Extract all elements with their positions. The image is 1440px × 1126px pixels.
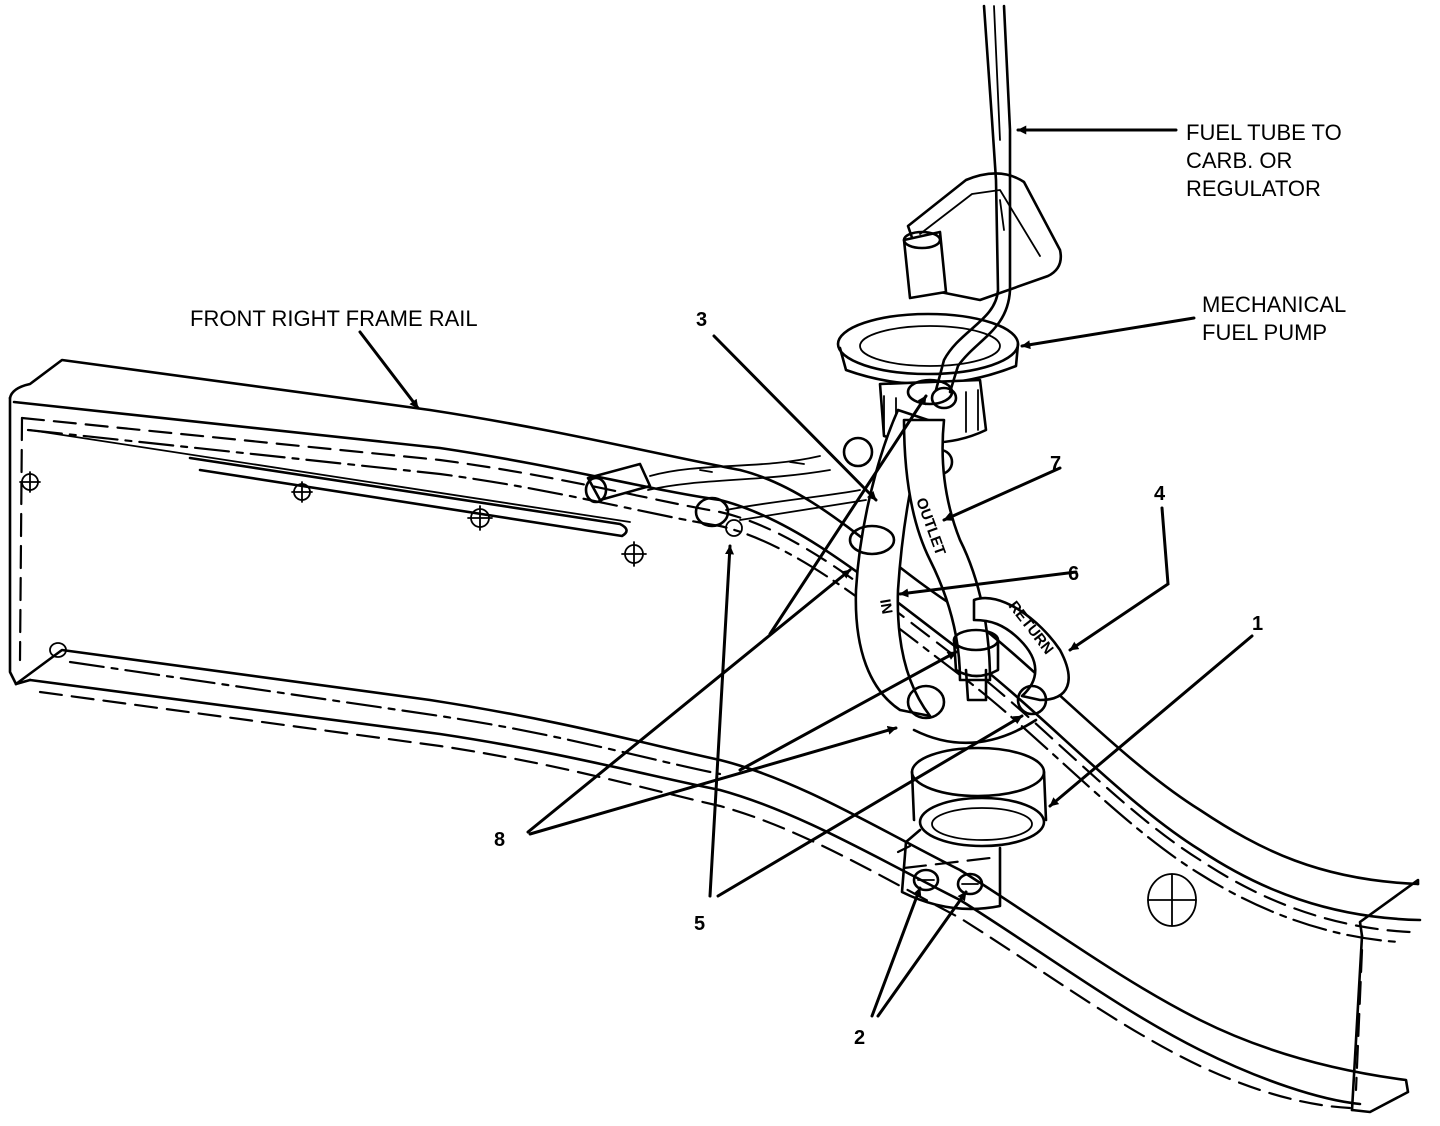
callout-6: 6: [1068, 563, 1079, 585]
callout-2: 2: [854, 1027, 865, 1049]
hose-inlet-text: IN: [876, 598, 895, 616]
callout-5: 5: [694, 913, 705, 935]
callout-4: 4: [1154, 483, 1166, 505]
mechanical-pump-label-line1: MECHANICAL: [1202, 292, 1346, 317]
fuel-tube-label-line3: REGULATOR: [1186, 176, 1321, 201]
callout-3: 3: [696, 309, 707, 331]
fuel-hoses: [848, 408, 1070, 911]
mechanical-fuel-pump: [836, 4, 1063, 476]
frame-rail-label: FRONT RIGHT FRAME RAIL: [190, 306, 478, 331]
fuel-tube-label-line2: CARB. OR: [1186, 148, 1292, 173]
fuel-tube-label: FUEL TUBE TO CARB. OR REGULATOR: [1186, 120, 1342, 201]
callout-1: 1: [1252, 613, 1263, 635]
callout-7: 7: [1050, 453, 1061, 475]
mechanical-pump-label-line2: FUEL PUMP: [1202, 320, 1327, 345]
callout-8: 8: [494, 829, 505, 851]
fuel-tube-label-line1: FUEL TUBE TO: [1186, 120, 1342, 145]
leader-lines: [358, 125, 1254, 1018]
mechanical-pump-label: MECHANICAL FUEL PUMP: [1202, 292, 1346, 345]
frame-rail: [8, 358, 1422, 1114]
